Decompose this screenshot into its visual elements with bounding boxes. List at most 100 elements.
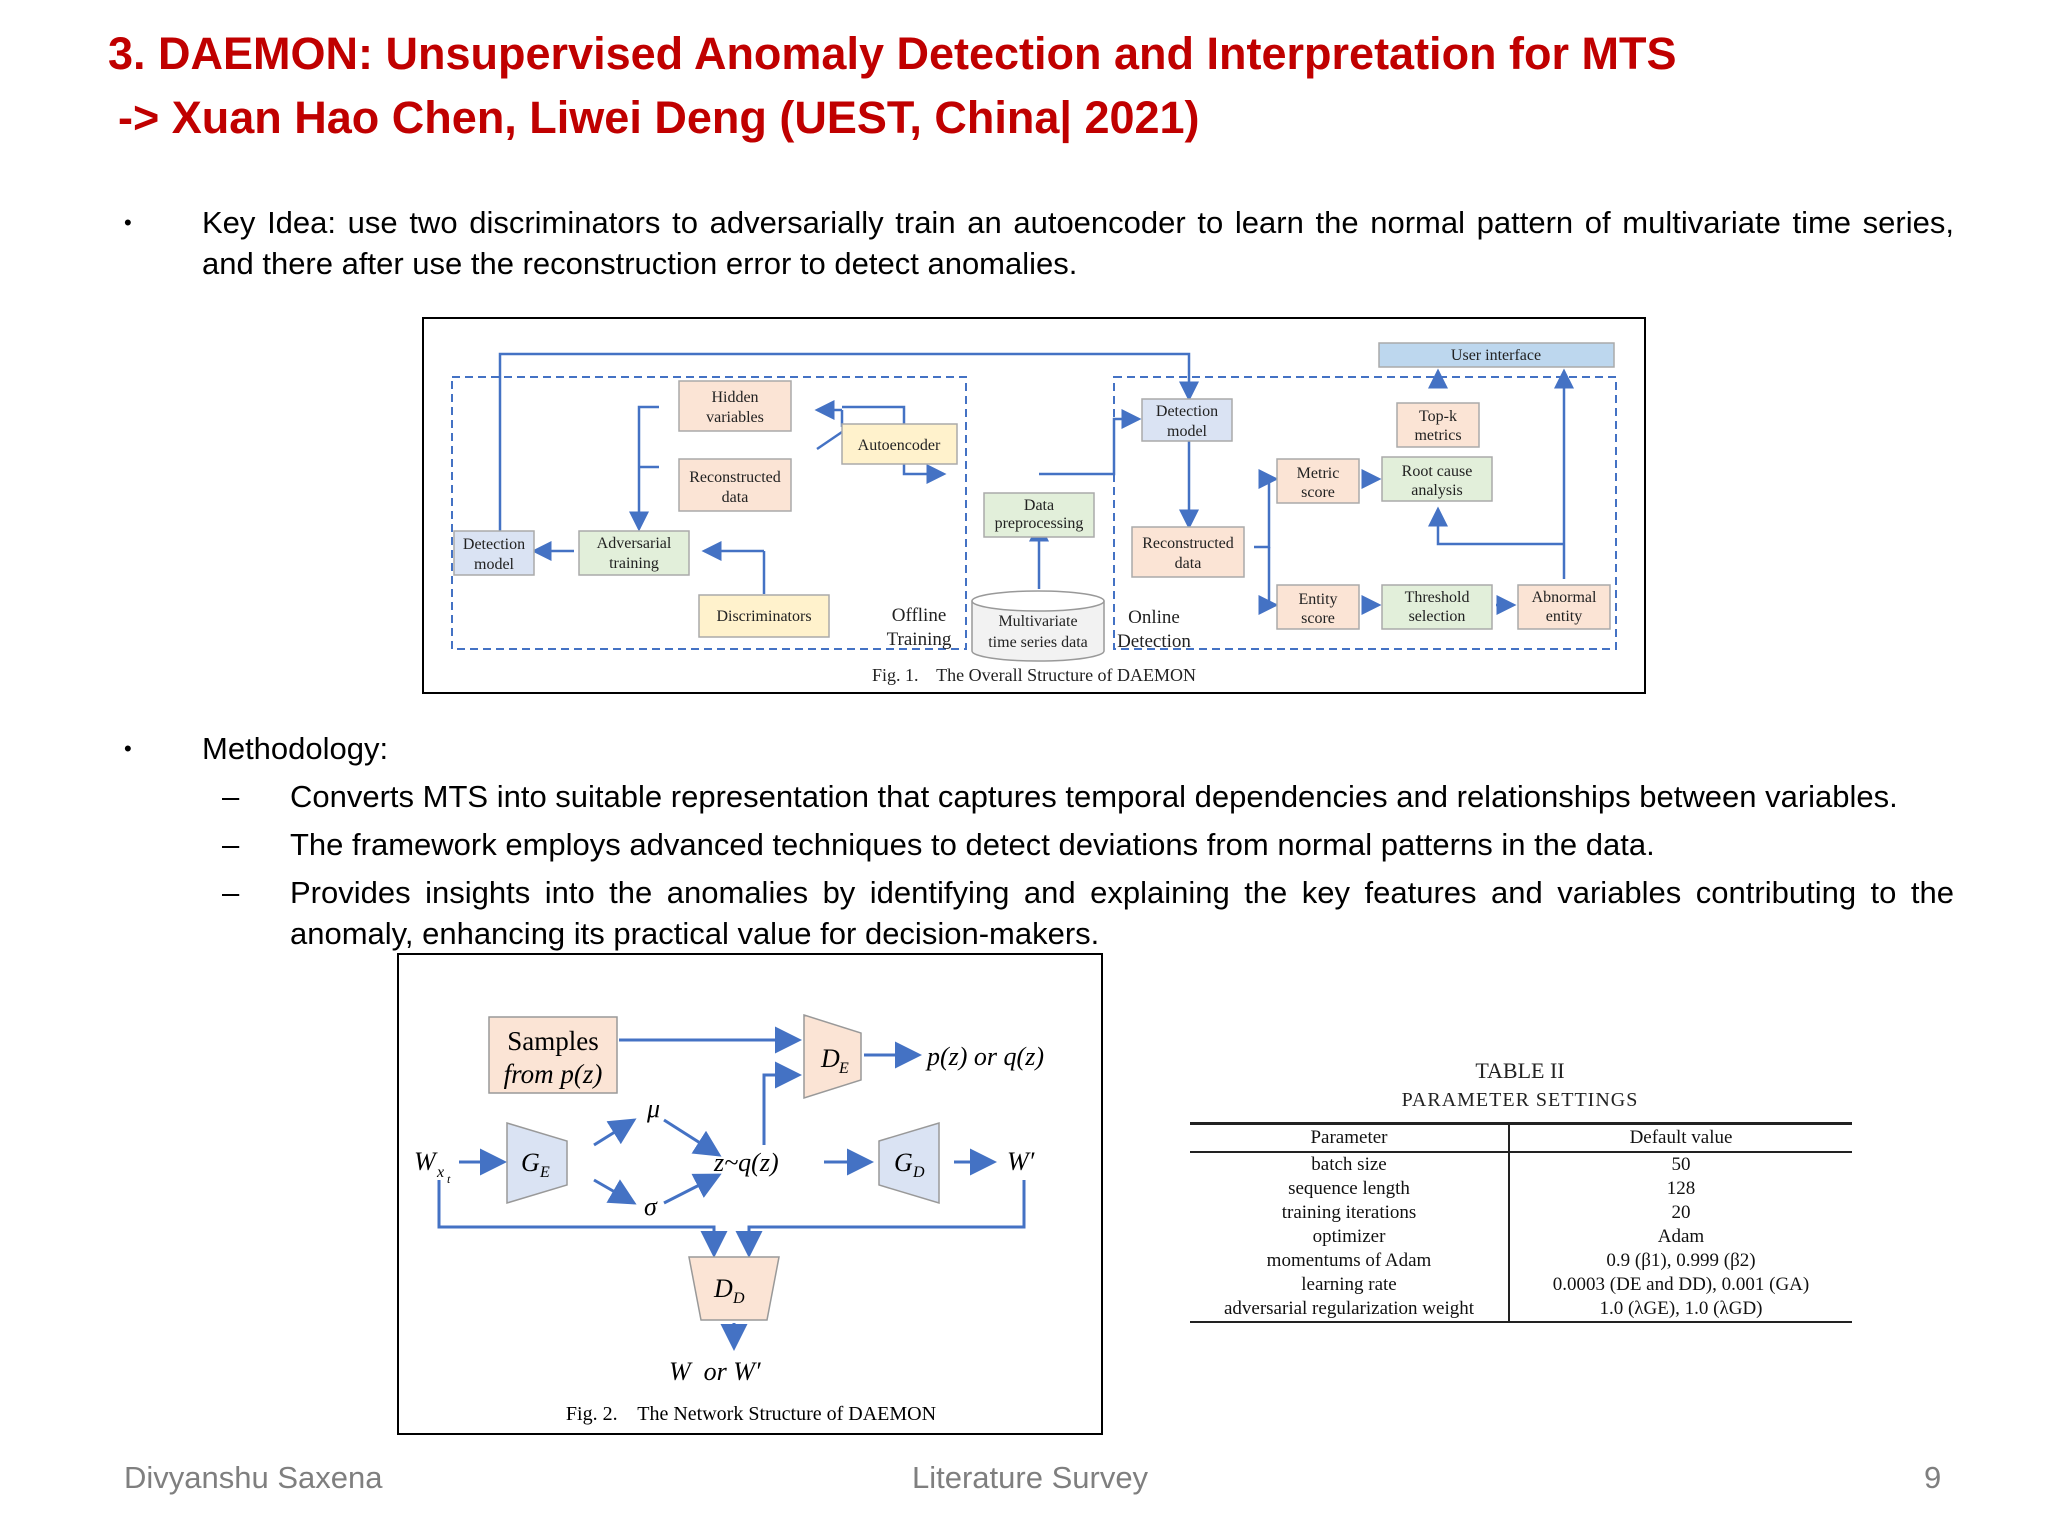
- footer-author: Divyanshu Saxena: [124, 1460, 383, 1495]
- w-output-label: W′: [1007, 1147, 1035, 1176]
- dash-glyph: –: [222, 875, 240, 910]
- methodology-item-text: Converts MTS into suitable representatio…: [290, 779, 1898, 814]
- figure-overall-structure: User interface Hidden variables Autoenco…: [422, 317, 1646, 694]
- autoencoder-box: [841, 423, 958, 465]
- bullet-glyph: •: [124, 736, 132, 761]
- table-cell: momentums of Adam: [1190, 1249, 1510, 1273]
- table-cell: 0.9 (β1), 0.999 (β2): [1606, 1250, 1756, 1271]
- table-row: sequence length 128: [1190, 1177, 1852, 1201]
- adversarial-training-box: [578, 530, 690, 576]
- recon-label-2: data: [722, 489, 749, 506]
- data-preprocessing-box: [983, 492, 1095, 538]
- table-cell: 20: [1671, 1202, 1691, 1223]
- table-row: batch size 50: [1190, 1152, 1852, 1177]
- mts-database-icon: [971, 590, 1105, 662]
- w-input-subsub: t: [447, 1172, 451, 1186]
- gd-label: G: [894, 1148, 913, 1177]
- table-cell: 50: [1671, 1154, 1691, 1175]
- thresh-label-1: Threshold: [1405, 589, 1470, 606]
- rca-label-2: analysis: [1411, 482, 1463, 499]
- table-header-row: Parameter Default value: [1190, 1122, 1852, 1153]
- w-input-label: W: [414, 1147, 438, 1176]
- table-header-parameter: Parameter: [1190, 1122, 1510, 1153]
- recon-label-1: Reconstructed: [689, 469, 781, 486]
- table-cell: adversarial regularization weight: [1190, 1297, 1510, 1323]
- z-label: z~q(z): [713, 1148, 779, 1177]
- abn-label-1: Abnormal: [1532, 589, 1597, 606]
- det-right-label-2: model: [1167, 423, 1208, 440]
- bullet-glyph: •: [124, 210, 132, 235]
- online-region: [1113, 376, 1617, 650]
- dash-glyph: –: [222, 779, 240, 814]
- slide-title-line2: -> Xuan Hao Chen, Liwei Deng (UEST, Chin…: [118, 92, 1200, 143]
- de-label: D: [820, 1044, 840, 1073]
- table-row: momentums of Adam 0.9 (β1), 0.999 (β2): [1190, 1249, 1852, 1273]
- slide-title-line1: 3. DAEMON: Unsupervised Anomaly Detectio…: [108, 28, 1677, 79]
- table-row: training iterations 20: [1190, 1201, 1852, 1225]
- user-interface-box: [1378, 342, 1615, 368]
- entity-label-2: score: [1301, 610, 1335, 627]
- table-cell: Adam: [1657, 1226, 1705, 1247]
- table-header-default: Default value: [1509, 1122, 1852, 1153]
- page-number: 9: [1924, 1460, 1942, 1495]
- thresh-label-2: selection: [1409, 608, 1466, 625]
- fig2-caption: Fig. 2. The Network Structure of DAEMON: [566, 1403, 936, 1425]
- sigma-label: σ: [644, 1192, 658, 1221]
- det-right-label-1: Detection: [1156, 403, 1218, 420]
- ge-label: G: [521, 1148, 540, 1177]
- fig1-caption: Fig. 1. The Overall Structure of DAEMON: [872, 665, 1196, 685]
- dd-block: [688, 1256, 780, 1321]
- table-cell: 128: [1666, 1178, 1696, 1199]
- table-cell: optimizer: [1190, 1225, 1510, 1249]
- ge-sub: E: [539, 1164, 550, 1181]
- figure-network-structure: Samples from p(z) D E p(z) or q(z) W x t…: [397, 953, 1103, 1435]
- online-label-1: Online: [1128, 607, 1180, 628]
- topk-label-1: Top-k: [1419, 408, 1457, 425]
- ge-block: [506, 1121, 568, 1205]
- w-input-sub: x: [436, 1164, 444, 1181]
- det-left-label-2: model: [474, 556, 515, 573]
- offline-label-2: Training: [887, 629, 952, 650]
- table-cell: sequence length: [1190, 1177, 1510, 1201]
- table-subcaption: PARAMETER SETTINGS: [1401, 1089, 1639, 1111]
- table-cell: 1.0 (λGE), 1.0 (λGD): [1509, 1297, 1852, 1323]
- table-cell: batch size: [1190, 1152, 1510, 1177]
- table-cell: training iterations: [1190, 1201, 1510, 1225]
- parameter-table: Parameter Default value batch size 50 seq…: [1190, 1122, 1852, 1323]
- user-interface-label: User interface: [1451, 347, 1541, 364]
- hidden-label-1: Hidden: [711, 389, 758, 406]
- prep-label-1: Data: [1024, 497, 1054, 514]
- key-idea-text: Key Idea: use two discriminators to adve…: [202, 205, 1954, 281]
- network-structure-diagram: Samples from p(z) D E p(z) or q(z) W x t…: [414, 1013, 1044, 1425]
- methodology-heading: Methodology:: [202, 731, 389, 766]
- gd-block: [878, 1121, 940, 1205]
- gd-sub: D: [912, 1164, 925, 1181]
- table-row: optimizer Adam: [1190, 1225, 1852, 1249]
- bottom-output-label: W or W′: [669, 1357, 761, 1386]
- metric-label-2: score: [1301, 484, 1335, 501]
- abn-label-2: entity: [1546, 608, 1582, 625]
- pz-output: p(z) or q(z): [925, 1042, 1044, 1071]
- detection-model-left-box: [453, 530, 535, 576]
- entity-score-box: [1276, 584, 1360, 630]
- samples-label-1: Samples: [507, 1026, 599, 1056]
- overall-structure-diagram: User interface Hidden variables Autoenco…: [451, 342, 1617, 685]
- methodology-item-text: Provides insights into the anomalies by …: [290, 875, 1954, 951]
- recon-right-label-2: data: [1175, 555, 1202, 572]
- discriminators-box: [698, 594, 830, 638]
- de-sub: E: [838, 1060, 849, 1077]
- prep-label-2: preprocessing: [995, 515, 1084, 532]
- recon-right-label-1: Reconstructed: [1142, 535, 1234, 552]
- offline-region: [451, 376, 967, 650]
- samples-box: [488, 1016, 618, 1094]
- rca-label-1: Root cause: [1402, 463, 1473, 480]
- online-label-2: Detection: [1117, 631, 1191, 652]
- dd-label: D: [713, 1274, 733, 1303]
- metric-label-1: Metric: [1297, 465, 1340, 482]
- mu-label: μ: [646, 1094, 660, 1123]
- adv-label-1: Adversarial: [597, 535, 672, 552]
- hidden-label-2: variables: [706, 409, 764, 426]
- table-cell: learning rate: [1190, 1273, 1510, 1297]
- table-caption: TABLE II: [1475, 1058, 1565, 1083]
- offline-label-1: Offline: [892, 605, 947, 626]
